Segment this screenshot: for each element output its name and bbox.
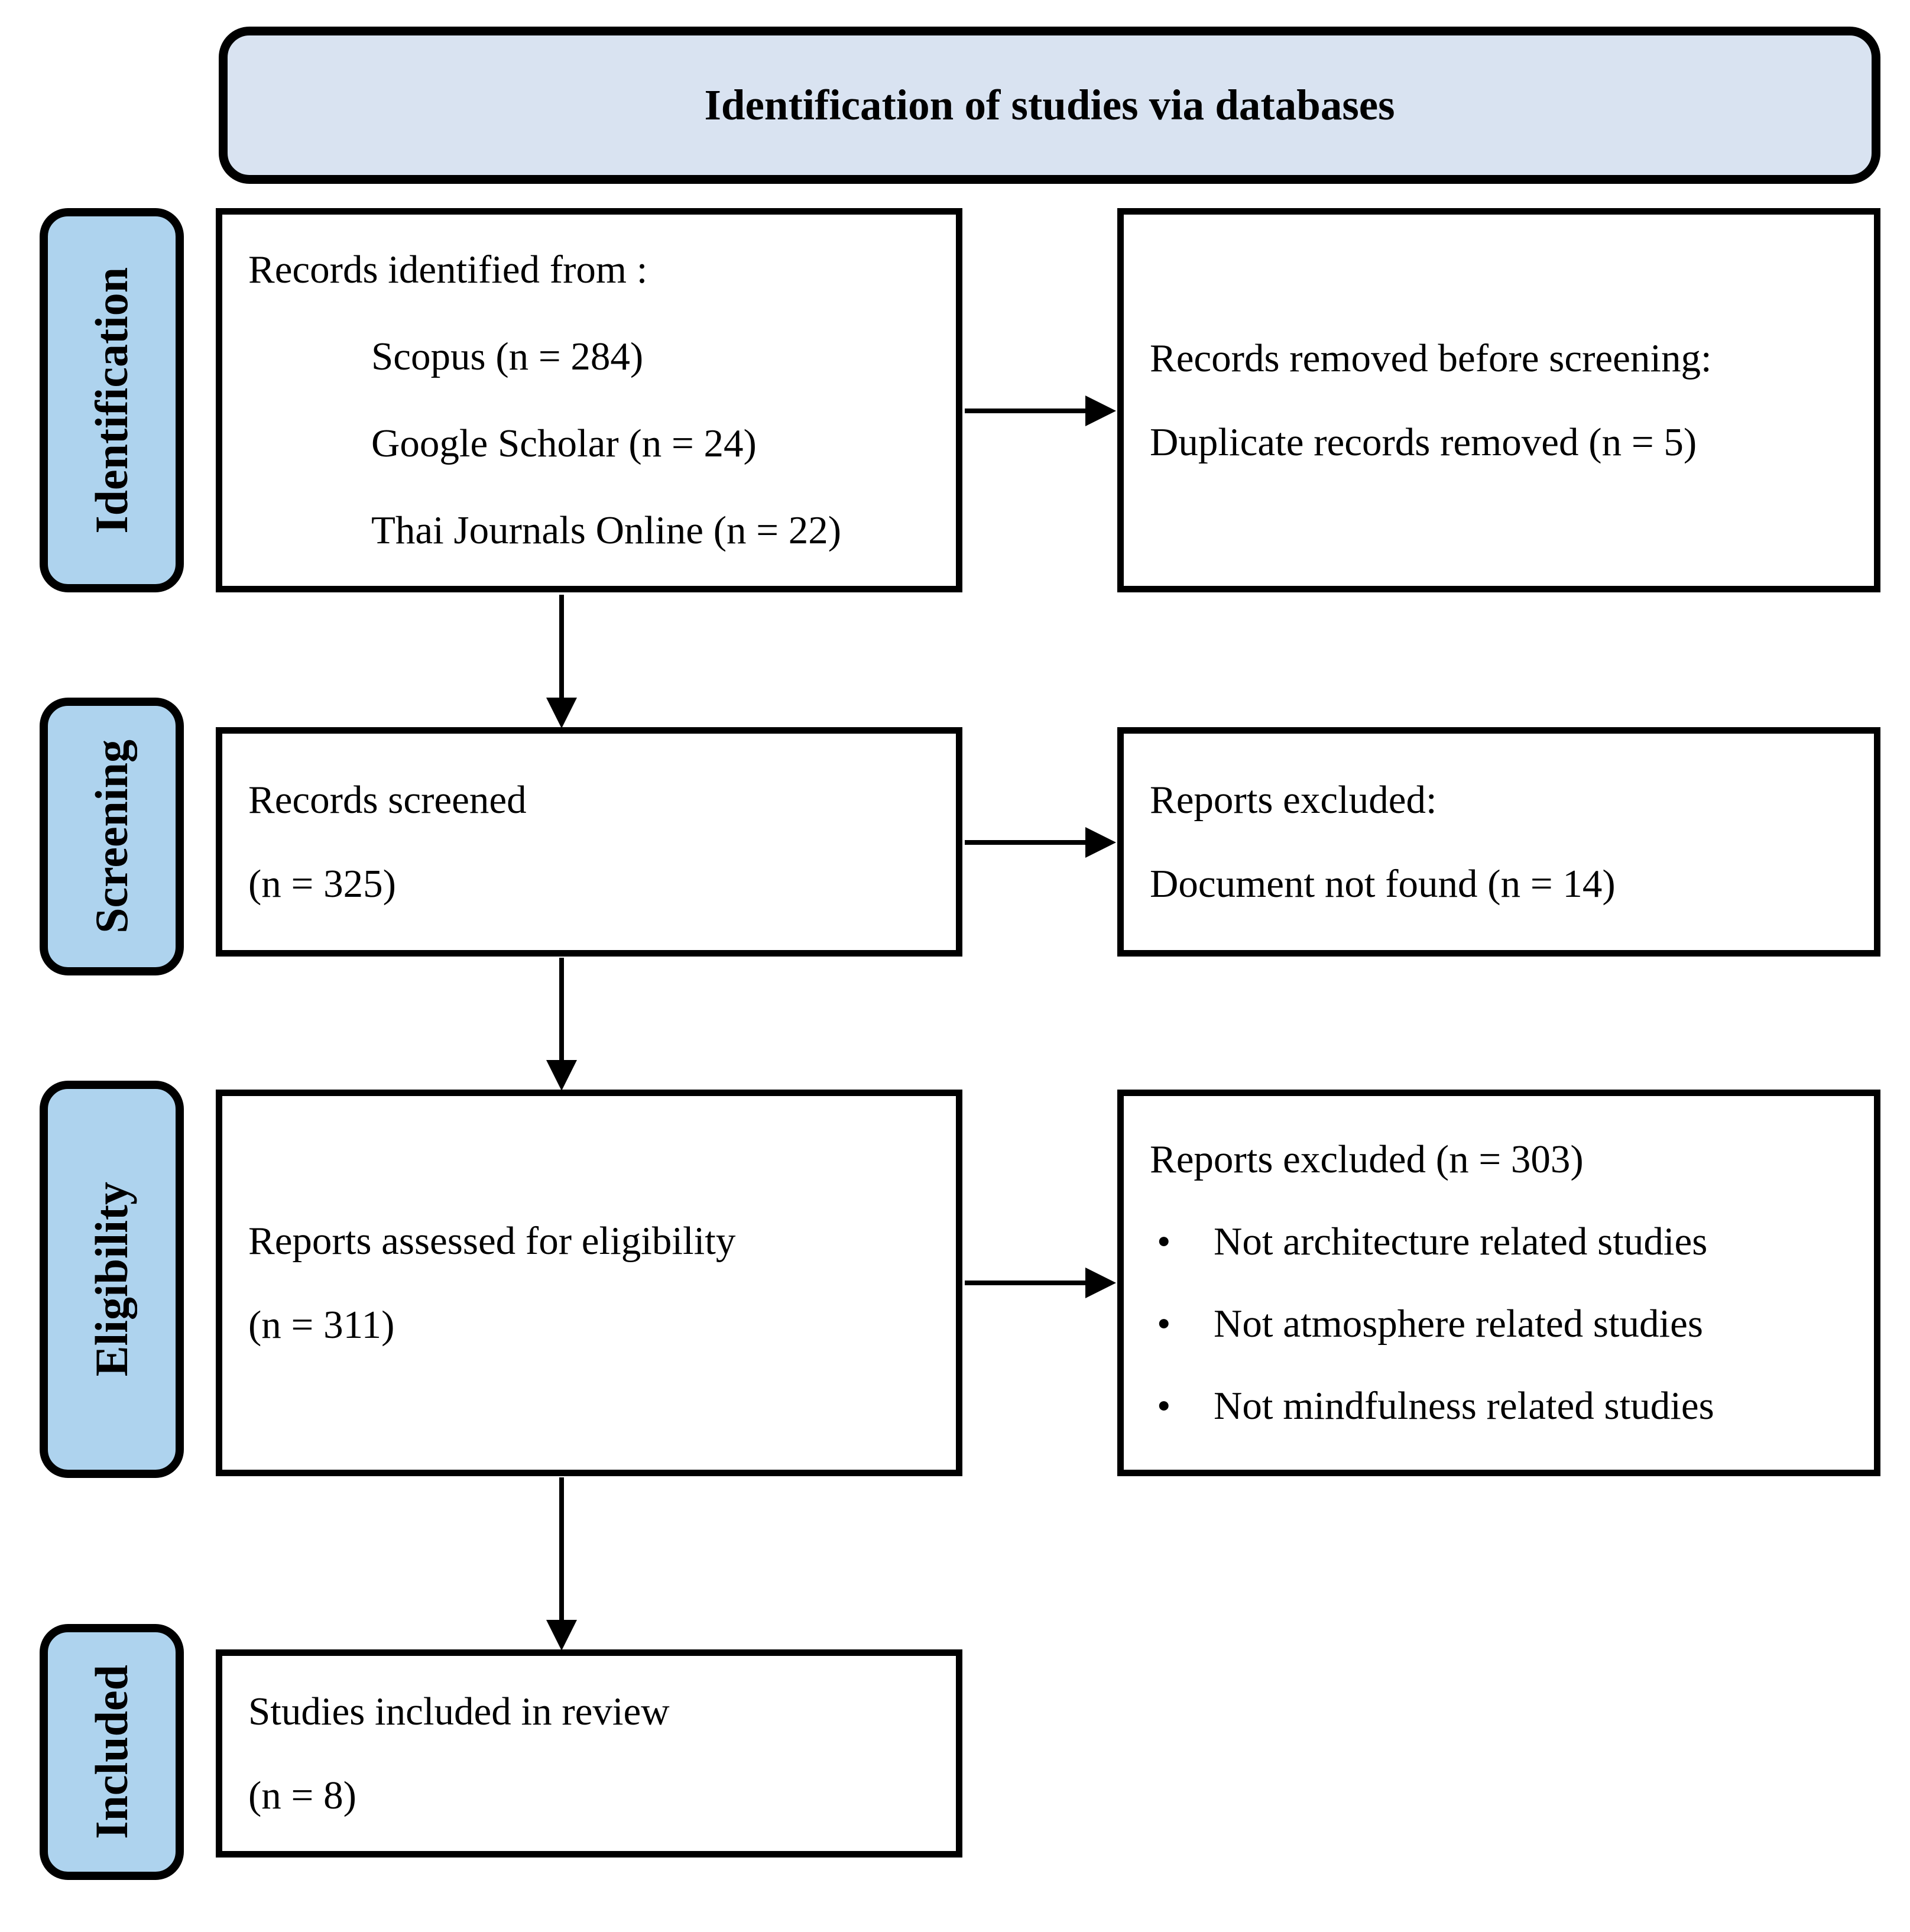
source-thai-journals-online: Thai Journals Online (n = 22): [371, 508, 842, 552]
box-reports-excluded-screening: Reports excluded: Document not found (n …: [1117, 727, 1880, 957]
exclusion-reason-atmosphere: Not atmosphere related studies: [1214, 1302, 1703, 1346]
stage-label-identification: Identification: [40, 208, 184, 592]
studies-included-count: (n = 8): [248, 1773, 356, 1817]
stage-label-included: Included: [40, 1624, 184, 1880]
box-studies-included: Studies included in review (n = 8): [216, 1649, 962, 1858]
box-reports-assessed: Reports assessed for eligibility (n = 31…: [216, 1090, 962, 1476]
header-box: Identification of studies via databases: [219, 27, 1880, 184]
duplicate-records-removed: Duplicate records removed (n = 5): [1150, 420, 1697, 464]
exclusion-reason-mindfulness: Not mindfulness related studies: [1214, 1384, 1714, 1428]
records-identified-heading: Records identified from :: [248, 248, 648, 291]
bullet-icon: •: [1157, 1384, 1171, 1428]
box-records-screened: Records screened (n = 325): [216, 727, 962, 957]
records-removed-heading: Records removed before screening:: [1150, 336, 1712, 380]
arrow-assessed-to-included: [546, 1477, 577, 1651]
box-records-identified: Records identified from : Scopus (n = 28…: [216, 208, 962, 592]
reports-assessed-label: Reports assessed for eligibility: [248, 1218, 736, 1263]
stage-label-eligibility: Eligibility: [40, 1081, 184, 1478]
document-not-found: Document not found (n = 14): [1150, 861, 1616, 906]
arrow-assessed-to-excluded: [965, 1268, 1116, 1298]
exclusion-reason-item: • Not atmosphere related studies: [1124, 1304, 1874, 1344]
box-records-removed: Records removed before screening: Duplic…: [1117, 208, 1880, 592]
arrow-screened-to-assessed: [546, 958, 577, 1091]
arrow-screened-to-excluded: [965, 827, 1116, 858]
bullet-icon: •: [1157, 1302, 1171, 1346]
arrow-identified-to-removed: [965, 396, 1116, 426]
reports-excluded-heading: Reports excluded:: [1150, 777, 1437, 822]
stage-label-text: Eligibility: [86, 1182, 137, 1377]
studies-included-label: Studies included in review: [248, 1689, 670, 1733]
stage-label-text: Screening: [86, 740, 137, 933]
records-screened-count: (n = 325): [248, 861, 396, 906]
exclusion-reason-item: • Not architecture related studies: [1124, 1222, 1874, 1262]
exclusion-reason-item: • Not mindfulness related studies: [1124, 1386, 1874, 1426]
source-google-scholar: Google Scholar (n = 24): [371, 422, 757, 465]
bullet-icon: •: [1157, 1220, 1171, 1263]
stage-label-text: Included: [86, 1665, 137, 1839]
header-title: Identification of studies via databases: [704, 81, 1395, 129]
reports-assessed-count: (n = 311): [248, 1302, 395, 1347]
stage-label-screening: Screening: [40, 698, 184, 975]
stage-label-text: Identification: [86, 267, 137, 534]
exclusion-reason-architecture: Not architecture related studies: [1214, 1220, 1708, 1263]
arrow-identified-to-screened: [546, 595, 577, 728]
reports-excluded-eligibility-heading: Reports excluded (n = 303): [1150, 1137, 1584, 1181]
records-screened-label: Records screened: [248, 777, 527, 822]
box-reports-excluded-eligibility: Reports excluded (n = 303) • Not archite…: [1117, 1090, 1880, 1476]
source-scopus: Scopus (n = 284): [371, 335, 644, 378]
